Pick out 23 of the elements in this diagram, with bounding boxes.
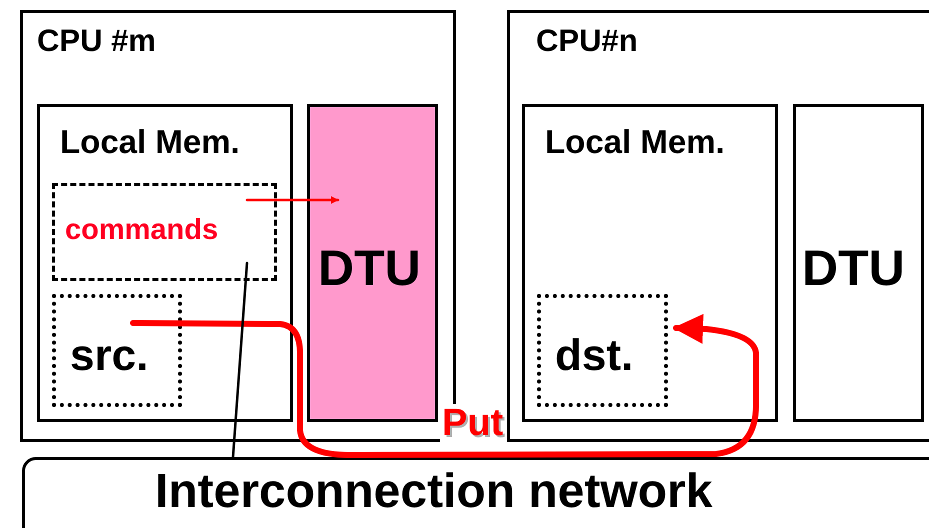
dtu-box: [307, 104, 438, 422]
node-label: CPU #m: [37, 25, 156, 56]
source-area: [52, 294, 182, 407]
memory-box: [522, 104, 778, 422]
cpu-box: [507, 10, 929, 442]
node-label: commands: [65, 216, 218, 245]
destination-area: [537, 294, 668, 407]
node-label: DTU: [318, 243, 421, 293]
edge-label: Put: [440, 404, 506, 442]
node-label: src.: [70, 334, 148, 378]
node-label: Local Mem.: [60, 125, 240, 158]
memory-box: [37, 104, 293, 422]
arrow: [246, 196, 340, 204]
leader-line: [232, 262, 248, 458]
node-label: dst.: [555, 334, 634, 378]
arrow: [130, 314, 759, 458]
node-label: DTU: [802, 243, 905, 293]
node-label: Local Mem.: [545, 125, 725, 158]
node-label: CPU#n: [536, 25, 638, 56]
network-bar: [22, 457, 929, 528]
commands-area: [52, 183, 277, 281]
node-label: Interconnection network: [155, 468, 712, 516]
dtu-box: [793, 104, 924, 422]
